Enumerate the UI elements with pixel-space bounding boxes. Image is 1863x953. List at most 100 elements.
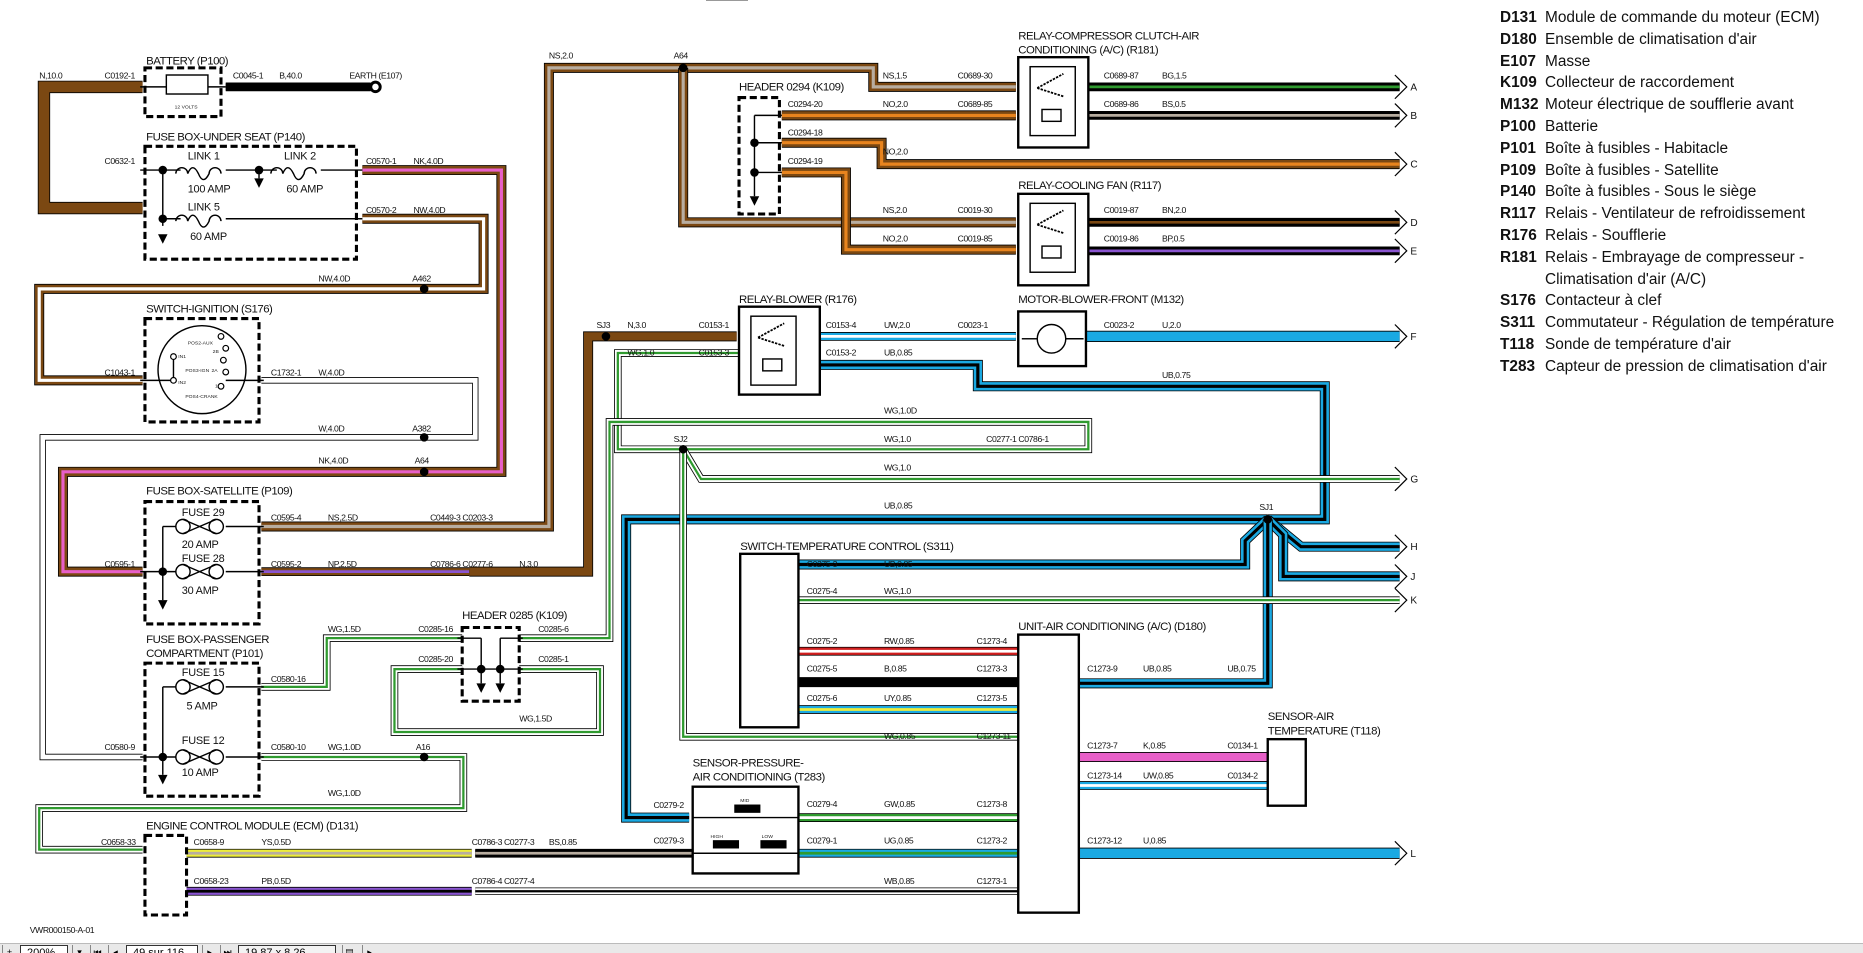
fuse-name: LINK 5 xyxy=(188,201,220,213)
fuse-rating: 10 AMP xyxy=(182,767,219,779)
pressure-switch-label: LOW xyxy=(762,834,774,840)
connector-label: C0580-9 xyxy=(105,742,136,752)
component-label: HEADER 0294 (K109) xyxy=(739,81,844,93)
harness-connector-letter: L xyxy=(1410,849,1416,860)
zoom-in-button[interactable]: + xyxy=(2,945,16,953)
wire-label: UB,0.85 xyxy=(884,559,913,569)
connector-label: C0279-1 xyxy=(807,836,838,846)
legend-code: R181 xyxy=(1500,248,1537,266)
pressure-switch-icon xyxy=(734,804,761,813)
wire xyxy=(57,165,507,577)
header-0285-box xyxy=(460,625,521,703)
zoom-menu-button[interactable]: ▾ xyxy=(72,945,86,953)
fuse-name: FUSE 29 xyxy=(182,507,225,519)
ignition-pin-label: POS2-AUX xyxy=(188,341,214,347)
toolbar-more-button[interactable]: ▸ xyxy=(362,945,376,953)
connector-label: C0689-86 xyxy=(1104,99,1139,109)
fuse-name: FUSE 15 xyxy=(182,667,225,679)
connector-label: C0449-3 C0203-3 xyxy=(430,513,493,523)
ground-arrow-icon xyxy=(158,600,168,610)
connector-label: C0275-6 xyxy=(807,693,838,703)
component-label: RELAY-COMPRESSOR CLUTCH-AIR xyxy=(1018,30,1199,42)
last-page-button[interactable]: ⏭ xyxy=(220,945,234,953)
page-field[interactable]: 49 sur 116 xyxy=(126,945,198,953)
wire-label: BS,0.85 xyxy=(549,837,577,847)
connector-label: C0285-6 xyxy=(538,624,569,634)
wire-label: NW,4.0D xyxy=(318,274,350,284)
wire xyxy=(781,137,1400,170)
legend-description: Ensemble de climatisation d'air xyxy=(1545,30,1757,48)
splice-label: A16 xyxy=(416,742,431,752)
ignition-pin-label: POS3-IGN xyxy=(185,368,209,374)
ground-arrow-icon xyxy=(158,234,168,244)
junction-dot xyxy=(158,165,168,175)
relay-icon xyxy=(1029,65,1076,137)
wire-label: UB,0.85 xyxy=(884,501,913,511)
legend-code: P101 xyxy=(1500,139,1536,157)
wire xyxy=(39,377,479,761)
component-label: TEMPERATURE (T118) xyxy=(1268,725,1381,737)
connector-label: C0275-3 xyxy=(807,559,838,569)
component-label: SENSOR-AIR xyxy=(1268,711,1334,723)
junction-dot xyxy=(750,168,759,177)
sensor-air-temp-box xyxy=(1266,737,1307,807)
wire xyxy=(679,447,1400,483)
next-page-button[interactable]: ▸ xyxy=(202,945,216,953)
wire-label: WG,0.85 xyxy=(884,731,916,741)
junction-dot xyxy=(158,567,168,576)
fuse-rating: 100 AMP xyxy=(188,184,231,196)
ignition-pin-label: 2B xyxy=(213,349,220,355)
connector-label: C0019-30 xyxy=(958,205,993,215)
switch-terminal-icon xyxy=(170,353,177,361)
legend-code: T283 xyxy=(1500,357,1536,375)
first-page-button[interactable]: ⏮ xyxy=(90,945,104,953)
connector-label: C0275-4 xyxy=(807,586,838,596)
labels: BATTERY (P100)EARTH (E107)FUSE BOX-UNDER… xyxy=(30,30,1419,934)
component-label: UNIT-AIR CONDITIONING (A/C) (D180) xyxy=(1018,621,1206,633)
connector-label: C0689-87 xyxy=(1104,71,1139,81)
splice-label: A462 xyxy=(412,274,431,284)
wire-label: NS,1.5 xyxy=(883,71,908,81)
harness-connector-letter: J xyxy=(1410,572,1415,583)
connector-label: C0595-2 xyxy=(271,559,302,569)
connector-label: C0275-2 xyxy=(807,636,838,646)
splice-label: SJ1 xyxy=(1259,502,1273,512)
splice-dot xyxy=(419,284,429,294)
connector-label: C0632-1 xyxy=(105,156,136,166)
fusebox-seat-box xyxy=(143,144,358,261)
connector-label: C1273-11 xyxy=(977,731,1012,741)
connector-label: C0285-20 xyxy=(418,654,453,664)
motor-icon xyxy=(1036,323,1067,354)
connector-label: C0153-2 xyxy=(826,347,857,357)
pressure-switch-label: HIGH xyxy=(711,834,724,840)
connector-label: C0023-1 xyxy=(958,320,989,330)
connector-label: C0279-4 xyxy=(807,799,838,809)
fuse-name: FUSE 12 xyxy=(182,735,225,747)
page-layout-icon[interactable]: ▤ xyxy=(342,945,356,953)
junction-dot xyxy=(158,214,168,224)
zoom-field[interactable]: 200% xyxy=(20,945,68,953)
connector-label: C0019-86 xyxy=(1104,233,1139,243)
ignition-pin-label: IN2 xyxy=(178,380,186,386)
wire-label: UW,0.85 xyxy=(1143,770,1174,780)
prev-page-button[interactable]: ◂ xyxy=(108,945,122,953)
connector-label: C0023-2 xyxy=(1104,320,1135,330)
connector-label: C0019-85 xyxy=(958,233,993,243)
splice-dot xyxy=(419,752,429,762)
wire-label: PB,0.5D xyxy=(261,876,290,886)
legend-description: Contacteur à clef xyxy=(1545,292,1662,310)
splice-label: A64 xyxy=(674,50,689,60)
fusebox-satellite-box xyxy=(143,500,261,626)
fuse-name: LINK 2 xyxy=(284,150,316,162)
wire xyxy=(34,213,489,386)
connector-label: C1732-1 xyxy=(271,368,302,378)
component-label: SENSOR-PRESSURE- xyxy=(693,757,804,769)
connector-label: C0786-4 C0277-4 xyxy=(472,876,535,886)
splice-label: A382 xyxy=(412,423,431,433)
legend-code: E107 xyxy=(1500,52,1536,70)
